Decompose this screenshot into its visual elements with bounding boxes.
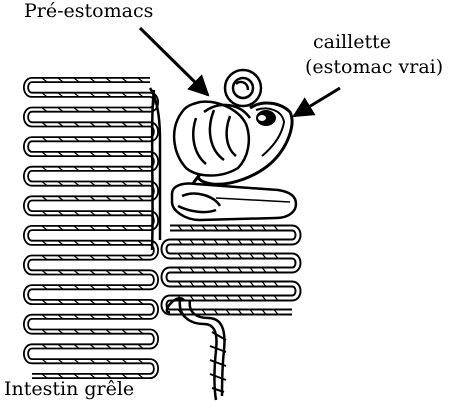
pre-estomacs-arrow [138,26,210,97]
rectum [178,299,227,401]
pre-estomacs-label: Pré-estomacs [24,0,154,22]
duodenum-tube [148,87,162,251]
pre-estomacs-stomach [172,68,263,177]
intestin-grele-coil [23,77,159,379]
caillette-label: caillette [313,31,391,53]
caillette-arrow [292,86,341,118]
caecum [170,182,298,222]
estomac-vrai-label: (estomac vrai) [305,56,444,78]
intestin-grele-label: Intestin grêle [4,378,135,400]
colon-spiral [160,224,302,316]
